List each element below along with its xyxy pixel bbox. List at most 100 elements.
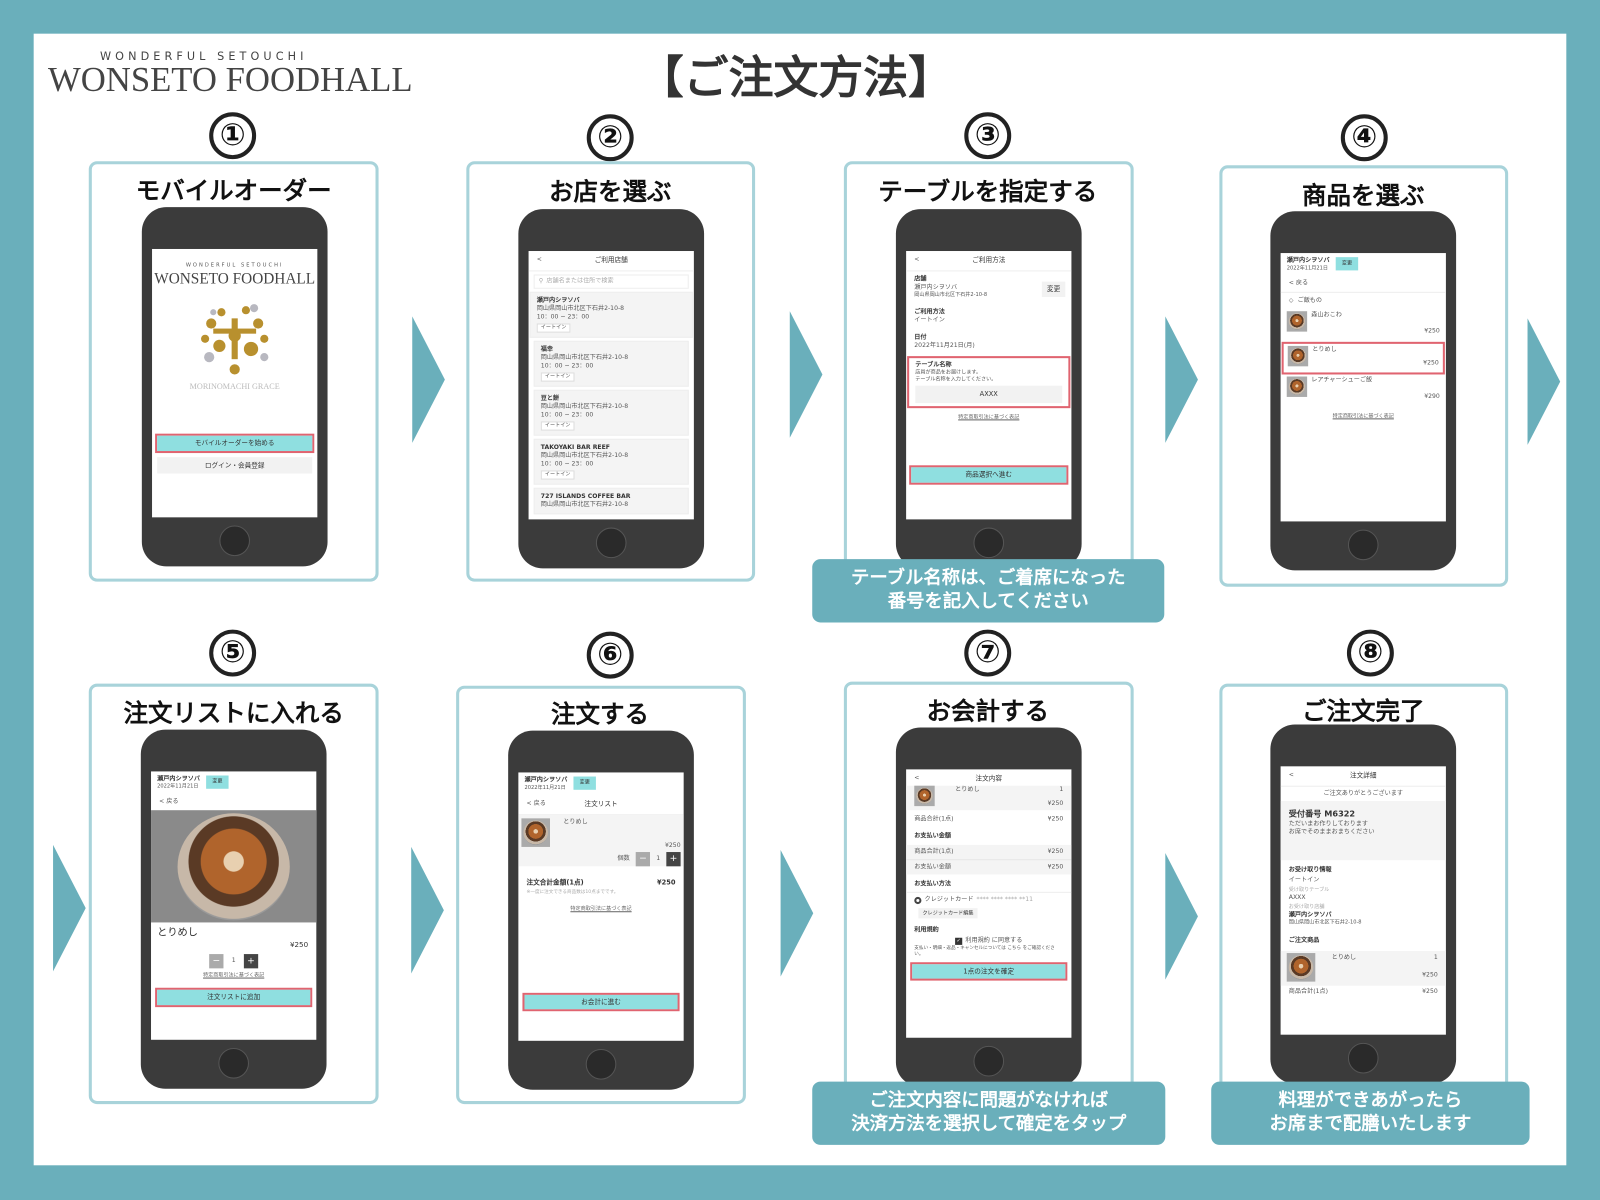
back-icon[interactable]: < [536,256,542,264]
next-arrow-icon [780,849,814,977]
proceed-to-checkout-button[interactable]: お会計に進む [524,994,678,1010]
login-register-button[interactable]: ログイン・会員登録 [157,456,313,474]
order-item: とりめし 1 ¥250 [906,785,1072,811]
brand-name: MORINOMACHI GRACE [189,381,280,391]
item-name: とりめし [563,818,588,826]
store-search-input[interactable]: 店舗名または住所で検索 [546,277,614,285]
page-title: 【ご注文方法】 [638,52,954,105]
tag-icon: ◇ [1288,297,1294,305]
next-arrow-icon [789,311,823,438]
table-name-input[interactable]: AXXX [915,385,1063,403]
legal-link[interactable]: 特定商取引法に基づく表記 [1332,413,1394,420]
screen-usage-method: <ご利用方法 店舗 瀬戸内シヲソバ 岡山県岡山市北区下石井2-10-8 変更 ご… [906,251,1072,520]
back-icon[interactable]: < [914,774,920,783]
category-label: ご飯もの [1297,297,1323,305]
change-button[interactable]: 変更 [206,775,229,789]
payment-method-heading: お支払い方法 [914,880,952,889]
change-button[interactable]: 変更 [1335,257,1359,271]
morinomachi-emblem-icon [201,304,269,375]
callout-confirm: ご注文内容に問題がなければ決済方法を選択して確定をタップ [812,1081,1166,1145]
payment-amount-heading: お支払い金額 [914,832,952,840]
home-button [585,1048,617,1080]
home-button [1347,529,1379,561]
order-limit-note: ※一度に注文できる商品数は10点までです。 [526,889,619,895]
decrease-quantity-button[interactable]: − [209,954,224,969]
step-title: 注文する [551,699,649,729]
legal-link[interactable]: 特定商取引法に基づく表記 [958,413,1020,421]
increase-quantity-button[interactable]: + [666,852,681,867]
start-mobile-order-button[interactable]: モバイルオーダーを始める [157,435,313,451]
pickup-method: イートイン [1288,876,1320,884]
step-number: ① [209,112,257,160]
phone-step-7: <注文内容 とりめし 1 ¥250 商品合計(1点)¥250 お支払い金額 商品… [895,727,1082,1087]
checkout-highlight: お会計に進む [522,992,680,1012]
product-item[interactable]: 森山おこわ¥250 [1281,309,1446,342]
quantity-label: 個数 [617,855,630,863]
quantity-value: 1 [656,855,661,863]
store-address: 岡山県岡山市北区下石井2-10-8 [540,403,629,411]
store-name: 瀬戸内シヲソバ [914,283,958,291]
legal-link[interactable]: 特定商取引法に基づく表記 [570,905,632,913]
product-price: ¥250 [289,940,309,949]
table-note: テーブル名称を入力してください。 [915,376,997,383]
order-date: 2022年11月21日 [1286,265,1329,272]
checkbox-checked-icon[interactable]: ✓ [955,937,963,945]
screen-start: WONDERFUL SETOUCHI WONSETO FOODHALL MORI… [152,248,318,518]
store-hours: 10：00 ~ 23：00 [540,362,594,370]
order-date: 2022年11月21日 [157,783,199,790]
next-arrow-icon [1527,318,1561,445]
radio-selected-icon[interactable] [914,896,922,905]
order-item: とりめし 1 ¥250 [1280,950,1446,986]
change-store-button[interactable]: 変更 [1041,281,1066,297]
back-link[interactable]: < 戻る [1280,276,1446,293]
store-name: 福幸 [540,346,554,354]
subtotal-value: ¥250 [1047,848,1064,856]
home-button [973,527,1005,559]
product-thumbnail [1289,348,1307,365]
store-tag: イートイン [540,372,575,382]
proceed-to-products-button[interactable]: 商品選択へ進む [911,467,1067,483]
product-item-selected[interactable]: とりめし¥250 [1281,342,1445,375]
back-link[interactable]: < 戻る [526,800,546,808]
date-value: 2022年11月21日(月) [914,342,975,350]
phone-step-3: <ご利用方法 店舗 瀬戸内シヲソバ 岡山県岡山市北区下石井2-10-8 変更 ご… [895,209,1082,569]
store-address: 岡山県岡山市北区下石井2-10-8 [1288,919,1362,926]
table-label: 受け取りテーブル [1288,887,1330,894]
phone-step-1: WONDERFUL SETOUCHI WONSETO FOODHALL MORI… [141,207,328,567]
back-icon[interactable]: < [1288,771,1294,780]
add-highlight: 注文リストに追加 [155,987,313,1007]
decrease-quantity-button[interactable]: − [635,852,651,867]
phone-step-8: <注文詳細 ご注文ありがとうございます 受付番号 M6322 ただいまお作りして… [1270,724,1457,1084]
phone-step-2: <ご利用店舗 ⚲店舗名または住所で検索 瀬戸内シヲソバ岡山県岡山市北区下石井2-… [518,209,705,569]
back-link[interactable]: < 戻る [159,797,179,806]
total-value: ¥250 [657,878,676,887]
shop-name: 瀬戸内シヲソバ [1286,257,1330,265]
step-title: テーブルを指定する [878,177,1098,207]
store-address: 岡山県岡山市北区下石井2-10-8 [914,292,988,299]
product-name: レアチャーシューご飯 [1311,376,1373,384]
callout-line: 料理ができあがったら [1278,1089,1463,1112]
ordered-items-heading: ご注文商品 [1288,936,1320,944]
store-name: 瀬戸内シヲソバ [1288,911,1332,919]
legal-link[interactable]: 特定商取引法に基づく表記 [203,972,265,979]
add-to-order-list-button[interactable]: 注文リストに追加 [157,989,311,1005]
change-button[interactable]: 変更 [573,776,596,790]
store-hours: 10：00 ~ 23：00 [540,460,594,468]
store-tag: イートイン [540,470,575,480]
edit-credit-card-button[interactable]: クレジットカード編集 [918,907,978,919]
product-item[interactable]: レアチャーシューご飯¥290 [1281,375,1446,408]
terms-heading: 利用規約 [914,926,939,934]
screen-title: ご利用方法 [972,256,1006,265]
step-title: ご注文完了 [1302,696,1425,726]
back-icon[interactable]: < [914,256,920,264]
screen-title: 注文リスト [584,800,618,809]
confirm-order-button[interactable]: 1点の注文を確定 [912,963,1066,979]
increase-quantity-button[interactable]: + [243,954,259,969]
